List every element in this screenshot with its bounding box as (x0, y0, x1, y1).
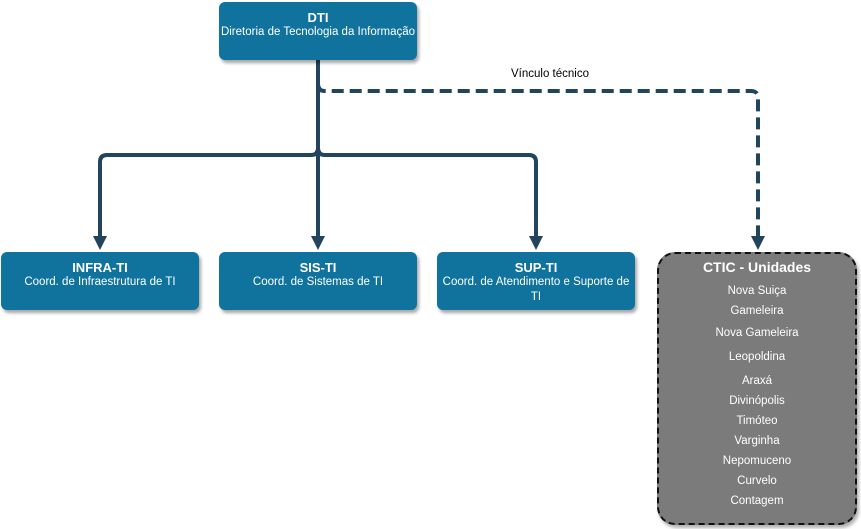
node-ctic-unidades[interactable]: CTIC - Unidades Nova Suiça Gameleira Nov… (657, 252, 857, 525)
ctic-unit: Curvelo (737, 475, 777, 487)
link-label-vinculo-tecnico: Vínculo técnico (511, 68, 589, 80)
node-sis-ti-subtitle: Coord. de Sistemas de TI (252, 276, 384, 288)
ctic-unit: Leopoldina (728, 351, 786, 363)
node-infra-ti[interactable]: INFRA-TI Coord. de Infraestrutura de TI (1, 252, 199, 310)
ctic-unit: Nova Gameleira (715, 327, 799, 339)
ctic-unit: Araxá (741, 375, 773, 387)
node-sup-ti-title: SUP-TI (514, 260, 558, 275)
node-infra-ti-subtitle: Coord. de Infraestrutura de TI (24, 276, 176, 288)
ctic-unit: Varginha (734, 435, 780, 447)
arrowhead-sup (529, 236, 543, 250)
node-sis-ti[interactable]: SIS-TI Coord. de Sistemas de TI (219, 252, 417, 310)
node-infra-ti-title: INFRA-TI (72, 260, 128, 275)
connector-dti-ctic-dashed (316, 83, 760, 240)
arrowhead-sis (311, 236, 325, 250)
node-sis-ti-title: SIS-TI (299, 260, 337, 275)
arrowhead-infra (93, 236, 107, 250)
ctic-unit: Timóteo (736, 415, 778, 427)
node-sup-ti-subtitle: Coord. de Atendimento e Suporte de TI (442, 276, 630, 303)
arrowhead-ctic (751, 236, 765, 250)
ctic-unit: Gameleira (730, 305, 784, 317)
node-dti-title: DTI (307, 10, 329, 25)
ctic-unit: Contagem (730, 495, 784, 507)
node-ctic-title: CTIC - Unidades (702, 259, 812, 275)
node-dti-subtitle: Diretoria de Tecnologia da Informação (220, 26, 416, 38)
connector-dti-infra (98, 60, 320, 240)
ctic-unit: Divinópolis (729, 395, 785, 407)
ctic-unit: Nova Suiça (727, 285, 787, 297)
ctic-unit: Nepomuceno (722, 455, 792, 467)
node-sup-ti[interactable]: SUP-TI Coord. de Atendimento e Suporte d… (437, 252, 635, 310)
node-dti[interactable]: DTI Diretoria de Tecnologia da Informaçã… (219, 2, 417, 60)
connector-dti-sup (316, 147, 538, 240)
